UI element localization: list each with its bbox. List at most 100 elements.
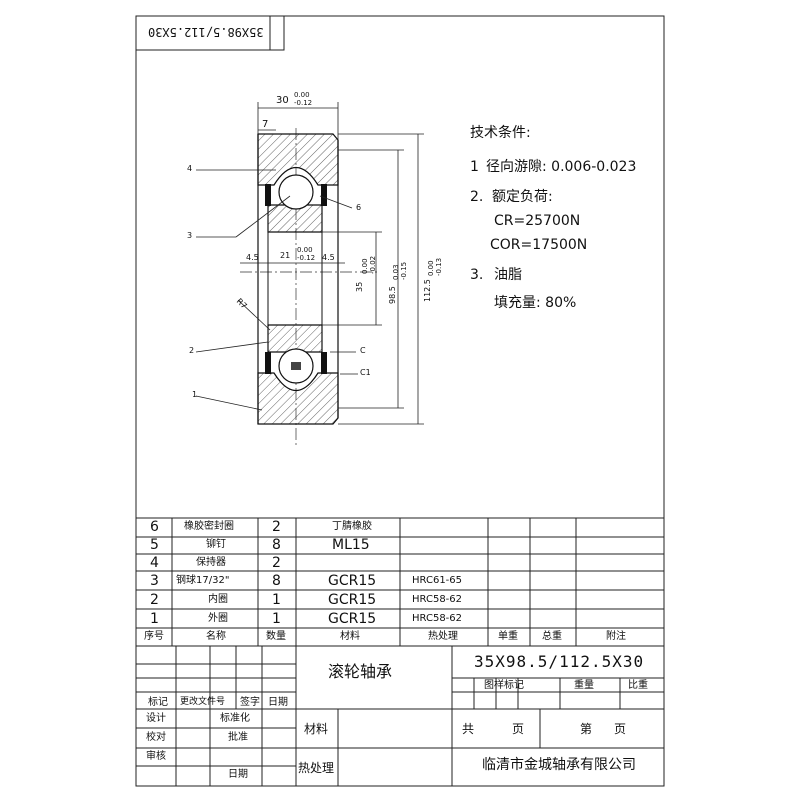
total-pages-label: 共	[462, 722, 475, 736]
table-header-name: 名称	[206, 631, 226, 642]
table-cell: ML15	[332, 537, 370, 553]
outer-ring-bottom	[257, 372, 339, 425]
table-cell: 2	[272, 519, 281, 535]
table-cell: GCR15	[328, 592, 377, 608]
table-cell: 钢球17/32"	[176, 575, 230, 586]
product-name: 滚轮轴承	[328, 662, 393, 681]
table-cell: 丁腈橡胶	[332, 521, 372, 532]
table-cell: HRC61-65	[412, 575, 463, 586]
chamfer-c1: C1	[360, 368, 371, 377]
table-row: 6	[150, 519, 159, 535]
rev-sign: 签字	[240, 697, 260, 708]
seal-bottom-right	[321, 352, 327, 374]
table-row: 5	[150, 537, 159, 553]
table-cell: 1	[272, 611, 281, 627]
tech-item-cr: CR=25700N	[494, 213, 581, 229]
table-row: 4	[150, 555, 159, 571]
ball-top	[278, 174, 314, 210]
dim-chamfer: 7	[262, 119, 269, 130]
leader-2: 2	[189, 346, 195, 355]
leader-1: 1	[192, 390, 198, 399]
tech-item-2-num: 2.	[470, 189, 484, 205]
tech-title: 技术条件:	[470, 125, 531, 141]
seal-top-right	[321, 184, 327, 206]
table-cell: GCR15	[328, 611, 377, 627]
dimensions	[195, 102, 424, 425]
rev-mark: 标记	[148, 697, 168, 708]
dim-inner-dia: 35	[355, 281, 364, 292]
header-code: 35X98.5/112.5X30	[148, 25, 264, 39]
tech-item-3-text: 油脂	[494, 267, 522, 283]
rev-date: 日期	[268, 697, 288, 708]
leader-4: 4	[187, 164, 193, 173]
dim-outer-dia-tol-upper: 0.00	[427, 260, 435, 276]
total-pages-unit: 页	[512, 722, 525, 736]
weight-label: 重量	[574, 680, 594, 691]
approve-label: 批准	[228, 732, 248, 743]
dim-middle-dia-tol-upper: 0.03	[392, 264, 400, 280]
heat-treatment-label: 热处理	[298, 761, 335, 775]
scale-label: 比重	[628, 680, 648, 691]
dim-side-right: 4.5	[322, 253, 335, 262]
table-cell: 1	[272, 592, 281, 608]
table-header-note: 附注	[606, 631, 626, 642]
dim-width-tol-upper: 0.00	[294, 91, 310, 99]
table-cell: HRC58-62	[412, 594, 463, 605]
table-header-material: 材料	[340, 631, 360, 642]
table-cell: 内圈	[208, 594, 228, 605]
model-number: 35X98.5/112.5X30	[474, 652, 645, 671]
table-cell: 外圈	[208, 613, 228, 624]
tech-item-1-num: 1	[470, 159, 479, 175]
table-header-heat: 热处理	[428, 631, 458, 642]
table-cell: 8	[272, 537, 281, 553]
table-cell: GCR15	[328, 573, 377, 589]
leader-3: 3	[187, 231, 193, 240]
table-header-total-weight: 总重	[542, 631, 562, 642]
dim-middle-dia-tol-lower: -0.15	[400, 261, 408, 280]
sheet-label: 第	[580, 722, 593, 736]
company-name: 临清市金城轴承有限公司	[482, 757, 636, 773]
inner-ring-bottom	[267, 324, 323, 353]
table-cell: 橡胶密封圈	[184, 521, 234, 532]
parts-table-grid	[136, 517, 664, 647]
sheet-unit: 页	[614, 722, 627, 736]
dim-inner-dia-tol-lower: -0.02	[369, 255, 377, 274]
table-header-no: 序号	[144, 631, 164, 642]
table-cell: 2	[272, 555, 281, 571]
dim-inner-width-tol-upper: 0.00	[297, 246, 313, 254]
table-header-qty: 数量	[266, 631, 286, 642]
table-row: 1	[150, 611, 159, 627]
table-header-unit-weight: 单重	[498, 631, 518, 642]
dim-width: 30	[276, 95, 289, 106]
title-block-grid	[136, 646, 664, 786]
seal-top-left	[265, 184, 271, 206]
table-cell: HRC58-62	[412, 613, 463, 624]
dim-outer-dia: 112.5	[423, 279, 432, 302]
dim-width-tol-lower: -0.12	[294, 99, 313, 107]
dim-side-left: 4.5	[246, 253, 259, 262]
dim-outer-dia-tol-lower: -0.13	[435, 257, 443, 276]
design-label: 设计	[146, 713, 166, 724]
material-label: 材料	[304, 722, 329, 736]
bearing-section	[240, 128, 380, 448]
tech-item-1-text: 径向游隙: 0.006-0.023	[486, 159, 637, 175]
mark-label: 图样标记	[484, 680, 524, 691]
seal-bottom-left	[265, 352, 271, 374]
tech-item-3-num: 3.	[470, 267, 484, 283]
date-label: 日期	[228, 769, 248, 780]
dim-inner-width: 21	[280, 251, 291, 260]
tech-item-cor: COR=17500N	[490, 237, 588, 253]
leader-6: 6	[356, 203, 362, 212]
rivet-bottom	[291, 362, 301, 370]
sheet-border	[135, 15, 665, 787]
audit-label: 审核	[146, 751, 166, 762]
dim-middle-dia: 98.5	[388, 286, 397, 304]
table-row: 2	[150, 592, 159, 608]
table-cell: 铆钉	[206, 539, 226, 550]
table-cell: 8	[272, 573, 281, 589]
dim-inner-width-tol-lower: -0.12	[297, 254, 316, 262]
rev-file: 更改文件号	[180, 697, 226, 707]
chamfer-c: C	[360, 346, 366, 355]
